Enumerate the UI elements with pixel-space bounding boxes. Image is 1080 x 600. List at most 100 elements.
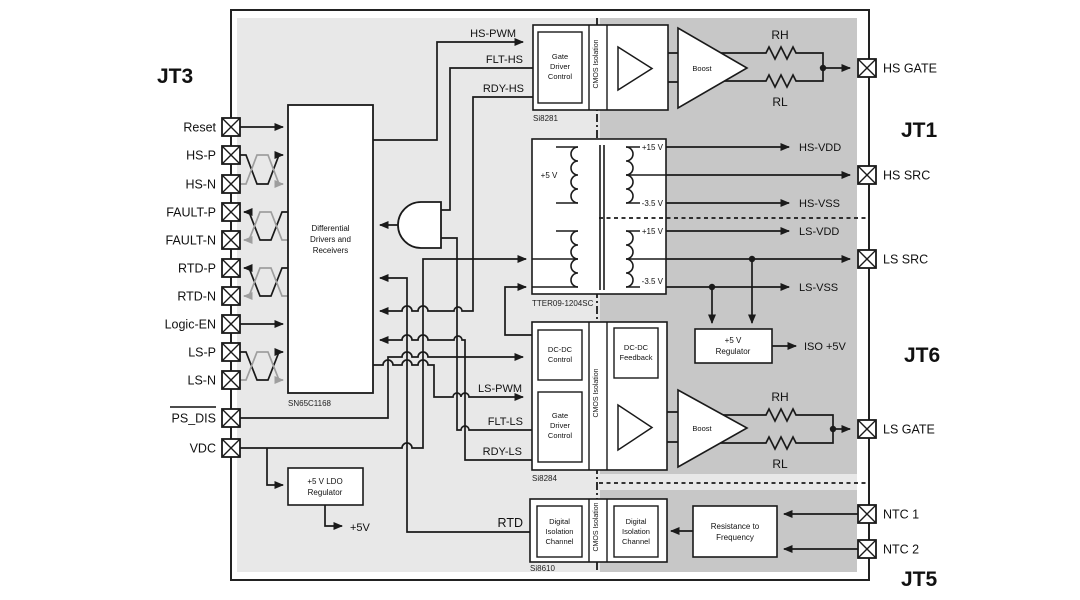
terminal-label: RTD-N: [177, 290, 216, 304]
wire-fault-n: [243, 211, 288, 244]
terminal-hs-n: HS-N: [185, 174, 241, 194]
wires-middle: [240, 38, 533, 533]
digital-iso-right-box: [613, 505, 659, 558]
diff-driver-label: Differential: [311, 224, 349, 233]
and-gate-icon: [397, 201, 442, 249]
digital-iso-left-box: [536, 505, 583, 558]
junction-hs-gate: [819, 64, 827, 72]
terminal-label: HS-P: [186, 149, 216, 163]
buffer-triangle-ls-icon: [617, 403, 654, 452]
terminal-ls-n: LS-N: [188, 370, 241, 390]
xfmr-tap-p15-ls: +15 V: [642, 227, 664, 236]
ldo-regulator-label: Regulator: [308, 488, 343, 497]
signal-rtd: RTD: [498, 516, 523, 530]
resistor-rh-hs-label: RH: [771, 28, 788, 42]
boost-ls-label: Boost: [692, 424, 712, 433]
wire-ls-pwm: [373, 359, 524, 401]
resistor-rh-ls: [762, 407, 800, 423]
digital-iso-left-label: Isolation: [546, 527, 574, 536]
resistor-rh-hs: [762, 45, 800, 61]
si8284-part-number: Si8284: [532, 474, 557, 483]
signal-flt-hs: FLT-HS: [486, 54, 523, 66]
wire-ls-p: [240, 348, 284, 381]
terminal-logic-en: Logic-EN: [165, 314, 241, 334]
cmos-isolation-label-rtd: CMOS Isolation: [593, 502, 600, 551]
xfmr-lower-primary-coil: [570, 230, 579, 288]
r2f-label: Frequency: [716, 533, 754, 542]
signal-ls-vss: LS-VSS: [799, 282, 838, 294]
terminal-x-icon: [221, 286, 241, 306]
terminal-hs-gate: HS GATE: [857, 58, 937, 78]
terminal-label: VDC: [190, 442, 216, 456]
si8610-part-number: Si8610: [530, 564, 555, 573]
left-terminals: Reset HS-P HS-N FAULT-P FAULT-N RTD-P: [165, 117, 241, 458]
terminal-label: HS GATE: [883, 62, 937, 76]
wire-rtd-p: [243, 264, 288, 297]
cmos-isolation-label-hs: CMOS Isolation: [593, 39, 600, 88]
terminal-label: FAULT-P: [166, 206, 216, 220]
terminal-x-icon: [857, 504, 877, 524]
terminal-reset: Reset: [183, 117, 241, 137]
terminal-ls-p: LS-P: [188, 342, 241, 362]
terminal-rtd-n: RTD-N: [177, 286, 241, 306]
digital-iso-right-label: Digital: [626, 517, 647, 526]
resistor-rl-ls: [762, 435, 800, 451]
signal-rdy-ls: RDY-LS: [483, 446, 522, 458]
dcdc-control-label: DC-DC: [548, 345, 573, 354]
terminal-x-icon: [221, 117, 241, 137]
terminal-label: PS_DIS: [172, 412, 216, 426]
signal-hs-vss: HS-VSS: [799, 198, 840, 210]
r2f-label: Resistance to: [711, 522, 760, 531]
terminal-ps-dis: PS_DIS: [170, 406, 241, 428]
terminal-rtd-p: RTD-P: [178, 258, 241, 278]
terminal-ntc2: NTC 2: [857, 539, 919, 559]
xfmr-primary-voltage: +5 V: [541, 171, 558, 180]
dcdc-feedback-label: DC-DC: [624, 343, 649, 352]
gdc-ls-label: Control: [548, 431, 573, 440]
right-terminals: HS GATE HS SRC LS SRC LS GATE NTC 1 NTC …: [857, 58, 937, 559]
resistor-rl-ls-label: RL: [772, 457, 788, 471]
terminal-x-icon: [221, 145, 241, 165]
signal-hs-vdd: HS-VDD: [799, 142, 841, 154]
terminal-hs-p: HS-P: [186, 145, 241, 165]
wires-right: [666, 45, 858, 553]
gdc-hs-label: Driver: [550, 62, 571, 71]
dcdc-control-label: Control: [548, 355, 573, 364]
terminal-ls-gate: LS GATE: [857, 419, 935, 439]
iso-regulator-label: Regulator: [716, 347, 751, 356]
terminal-fault-n: FAULT-N: [166, 230, 241, 250]
wire-si8284-boost-stubs: [667, 411, 678, 443]
terminal-x-icon: [857, 165, 877, 185]
terminal-label: LS-N: [188, 374, 216, 388]
wires-left: [240, 123, 288, 384]
signal-ls-vdd: LS-VDD: [799, 226, 839, 238]
ldo-regulator-box: [287, 467, 364, 506]
terminal-label: Logic-EN: [165, 318, 216, 332]
cmos-isolation-label-ls: CMOS Isolation: [593, 368, 600, 417]
gdc-ls-label: Gate: [552, 411, 568, 420]
terminal-x-icon: [857, 58, 877, 78]
terminal-label: HS SRC: [883, 169, 930, 183]
wire-flt-hs: [441, 67, 533, 211]
terminal-vdc: VDC: [190, 438, 241, 458]
terminal-x-icon: [221, 258, 241, 278]
signal-ls-pwm: LS-PWM: [478, 383, 522, 395]
boost-amp-hs-icon: [677, 26, 749, 110]
transformer-part-number: TTER09-1204SC: [532, 299, 594, 308]
terminal-label: FAULT-N: [166, 234, 216, 248]
terminal-label: LS SRC: [883, 253, 928, 267]
terminal-label: NTC 1: [883, 508, 919, 522]
signal-flt-ls: FLT-LS: [488, 416, 523, 428]
terminal-x-icon: [857, 539, 877, 559]
dcdc-feedback-label: Feedback: [620, 353, 653, 362]
wire-hs-p: [240, 151, 284, 185]
wire-hs-n: [240, 154, 284, 188]
signal-hs-pwm: HS-PWM: [470, 28, 516, 40]
wire-rtd-return: [379, 274, 530, 533]
connector-jt1-label: JT1: [901, 119, 938, 142]
terminal-x-icon: [857, 249, 877, 269]
wire-ps-dis: [240, 351, 524, 419]
iso-regulator-label: +5 V: [725, 336, 742, 345]
